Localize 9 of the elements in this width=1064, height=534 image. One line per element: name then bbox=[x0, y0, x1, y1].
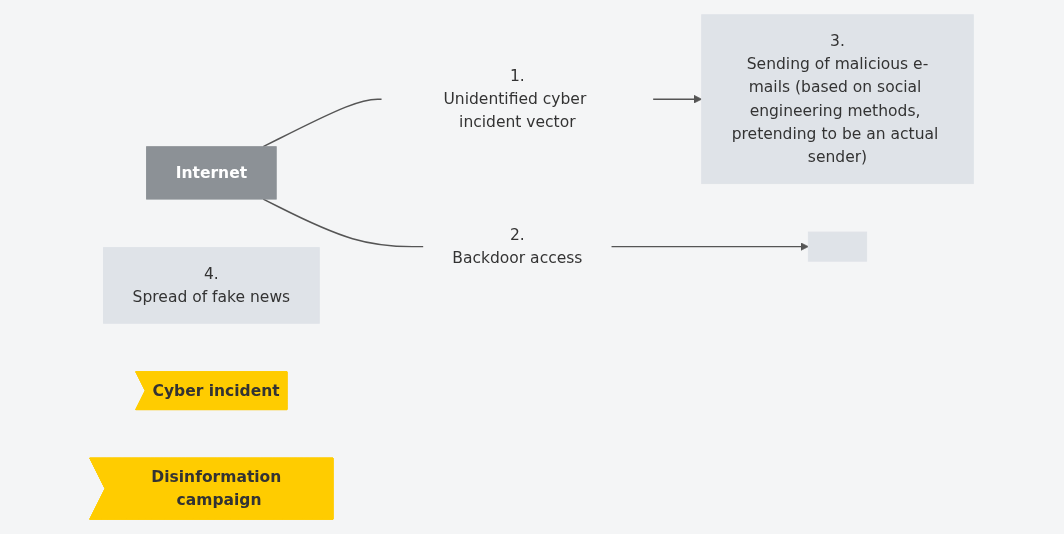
node-text: 1. Unidentified cyber incident vector bbox=[443, 66, 587, 132]
node-text: 2. Backdoor access bbox=[452, 225, 583, 267]
node-box: 3. Sending of malicious e-mails (based on social engineering methods, pretending to be an actual sender) bbox=[701, 14, 975, 185]
node-box: Internet bbox=[146, 146, 278, 200]
connector bbox=[262, 198, 425, 248]
connector bbox=[262, 98, 383, 148]
node-box bbox=[808, 231, 868, 262]
arrow bbox=[611, 242, 810, 251]
arrow bbox=[652, 94, 703, 104]
